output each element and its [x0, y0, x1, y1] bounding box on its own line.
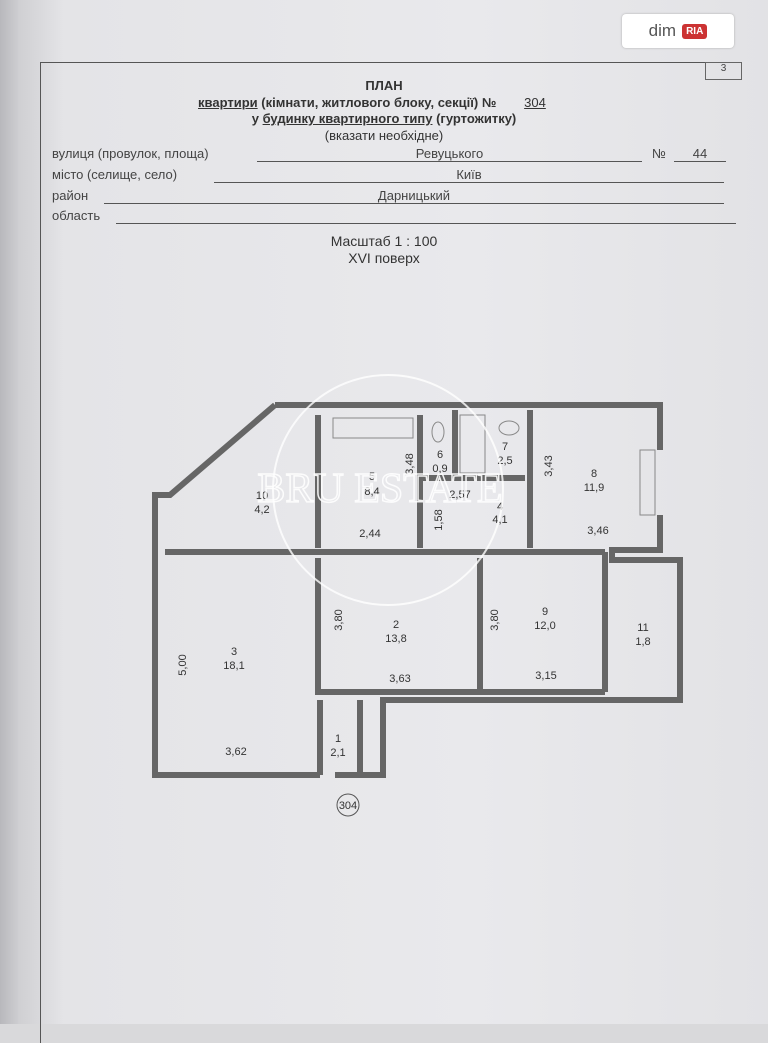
room-11-area: 1,8 — [635, 636, 650, 648]
kitchen-stove-icon — [332, 417, 414, 439]
watermark-circle — [272, 374, 504, 606]
apartment-number: 304 — [524, 95, 546, 110]
district-value: Дарницький — [104, 188, 724, 204]
region-row: область — [52, 208, 738, 226]
page-number: 3 — [705, 62, 742, 80]
region-label: область — [52, 208, 101, 223]
room-10-area: 4,2 — [254, 504, 269, 516]
room-4-number: 4 — [497, 501, 503, 513]
dim-room9-height: 3,80 — [489, 609, 501, 630]
dim-room3-height: 5,00 — [177, 654, 189, 675]
dim-room9-width: 3,15 — [535, 670, 556, 682]
apartment-marker: 304 — [339, 800, 357, 812]
dimensions: 5,00 3,62 3,80 3,63 3,80 3,15 3,43 3,46 … — [177, 453, 609, 758]
walls — [152, 402, 683, 778]
apartment-marker-circle — [336, 793, 360, 817]
city-row: місто (селище, село) Київ — [52, 167, 738, 185]
floor: XVI поверх — [348, 250, 420, 266]
header-building-type: будинку квартирного типу — [262, 111, 433, 126]
scale: Масштаб 1 : 100 — [330, 233, 438, 249]
room-labels: 1 2,1 2 13,8 3 18,1 4 4,1 5 8,4 6 0,9 7 … — [223, 441, 650, 759]
room-9-area: 12,0 — [534, 620, 555, 632]
room-2-number: 2 — [393, 619, 399, 631]
room-9-number: 9 — [542, 606, 548, 618]
dim-room5-width: 2,44 — [359, 528, 380, 540]
room-3-number: 3 — [231, 646, 237, 658]
room-10-number: 10 — [256, 490, 268, 502]
dim-room2-height: 3,80 — [333, 609, 345, 630]
room-11-number: 11 — [637, 622, 648, 634]
header-line2-prefix: у — [251, 111, 259, 126]
sink-icon — [498, 420, 520, 436]
room-6-area: 0,9 — [432, 463, 447, 475]
street-label: вулиця (провулок, площа) — [52, 146, 209, 161]
dim-room5-height: 3,48 — [404, 453, 416, 474]
district-row: район Дарницький — [52, 188, 738, 206]
plan-title: ПЛАН — [365, 78, 403, 93]
room-5-number: 5 — [369, 471, 375, 483]
dim-room8-width: 3,46 — [587, 525, 608, 537]
house-label: № — [652, 146, 666, 161]
street-row: вулиця (провулок, площа) Ревуцького № 44 — [52, 146, 738, 164]
region-value — [116, 208, 736, 224]
header-note: (вказати необхідне) — [324, 128, 444, 143]
header-line1-rest: (кімнати, житлового блоку, секції) № — [261, 95, 497, 110]
bathtub-icon — [459, 414, 486, 474]
city-value: Київ — [214, 167, 724, 183]
dim-room2-width: 3,63 — [389, 673, 410, 685]
room-1-area: 2,1 — [330, 747, 345, 759]
room-8-number: 8 — [591, 468, 597, 480]
room-5-area: 8,4 — [364, 486, 379, 498]
header-line2-rest: (гуртожитку) — [436, 111, 517, 126]
city-label: місто (селище, село) — [52, 167, 178, 182]
watermark-text: BRU ESTATE — [257, 466, 502, 512]
room-7-area: 2,5 — [497, 455, 512, 467]
header-line2: у будинку квартирного типу (гуртожитку) — [0, 111, 768, 126]
logo-dim: dim — [648, 21, 677, 40]
house-value: 44 — [674, 146, 726, 162]
toilet-icon — [431, 421, 445, 443]
district-label: район — [52, 188, 89, 203]
document-page — [18, 0, 768, 1024]
room-6-number: 6 — [437, 449, 443, 461]
dim-ria-logo: dim RIA — [622, 14, 734, 48]
dim-corridor-width: 1,58 — [433, 509, 445, 530]
dim-room3-width: 3,62 — [225, 746, 246, 758]
dim-room8-height: 3,43 — [543, 455, 555, 476]
dim-corridor-length: 2,57 — [449, 489, 470, 501]
header-line1: квартири (кімнати, житлового блоку, секц… — [0, 95, 768, 110]
room-3-area: 18,1 — [223, 660, 244, 672]
room-7-number: 7 — [502, 441, 508, 453]
street-value: Ревуцького — [257, 146, 642, 162]
room-1-number: 1 — [335, 733, 341, 745]
header-apartment: квартири — [198, 95, 258, 110]
window — [639, 449, 656, 516]
logo-ria: RIA — [682, 23, 708, 39]
room-2-area: 13,8 — [385, 633, 406, 645]
document-frame — [40, 62, 741, 1043]
room-8-area: 11,9 — [584, 482, 605, 494]
